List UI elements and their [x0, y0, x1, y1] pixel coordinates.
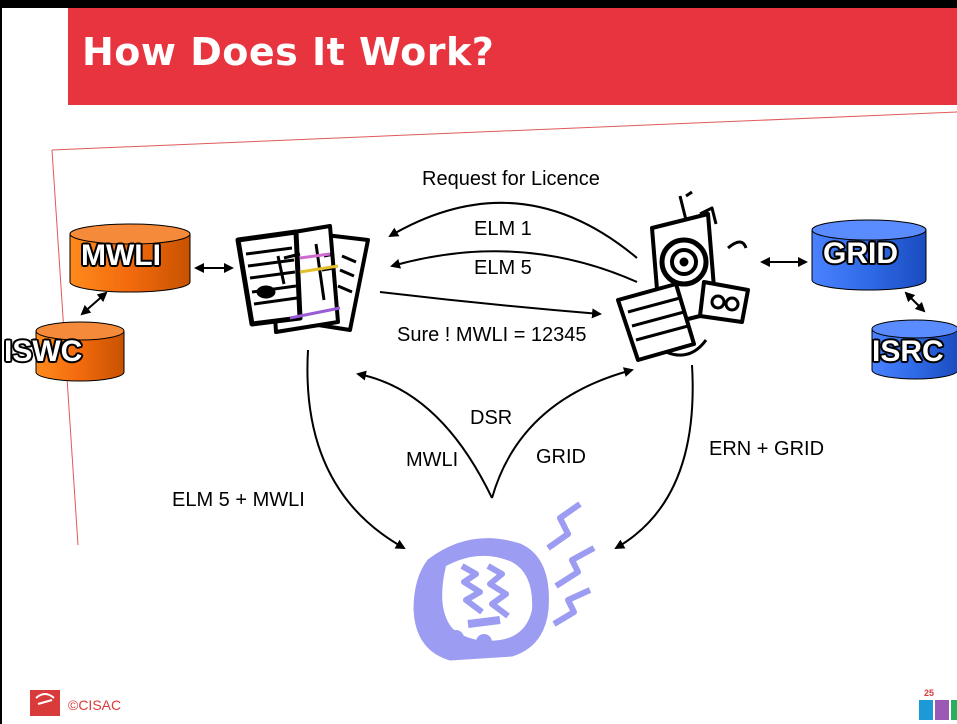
radio-clipart-icon: [413, 501, 596, 661]
mwli-label: MWLI: [81, 239, 161, 272]
request-for-licence-label: Request for Licence: [422, 168, 600, 190]
elm1-arrow: [388, 201, 638, 259]
dsr-label: DSR: [470, 407, 513, 429]
corner-color-blocks: [919, 700, 957, 720]
iswc-database-cylinder: [35, 321, 125, 382]
page-number: 25: [924, 688, 935, 698]
cisac-logo-icon: [30, 690, 60, 716]
elm1-label: ELM 1: [474, 218, 532, 240]
slide-title: How Does It Work?: [82, 30, 495, 74]
sheet-music-clipart-icon: [235, 224, 370, 334]
isrc-label: ISRC: [872, 335, 944, 368]
mwli-iswc-connector: [80, 291, 108, 316]
dsr-grid-arrow: [491, 367, 634, 499]
footer-copyright: ©CISAC: [68, 697, 122, 713]
ern-grid-label: ERN + GRID: [709, 438, 825, 460]
reply-arrow: [379, 291, 602, 319]
slide-left-border: [0, 0, 2, 724]
grid-label: GRID: [823, 237, 898, 270]
elm5-mwli-label: ELM 5 + MWLI: [172, 489, 305, 511]
grid-database-cylinder: [811, 219, 927, 291]
slide-top-border: [0, 0, 957, 8]
elm5-arrow: [390, 250, 638, 283]
elm5-mwli-arrow: [306, 349, 406, 549]
slide-guide-line-top: [51, 111, 957, 151]
reply-label: Sure ! MWLI = 12345: [397, 324, 587, 346]
isrc-database-cylinder: [871, 319, 957, 380]
dsr-mwli-label: MWLI: [406, 449, 459, 471]
elm5-label: ELM 5: [474, 257, 532, 279]
iswc-label: ISWC: [4, 335, 83, 368]
ern-grid-arrow: [614, 364, 694, 549]
title-band: [68, 8, 957, 105]
mwli-database-cylinder: [69, 223, 191, 293]
grid-isrc-connector: [904, 291, 926, 313]
dsr-mwli-arrow: [356, 370, 493, 499]
dsr-grid-label: GRID: [536, 446, 586, 468]
music-speaker-clipart-icon: [616, 190, 750, 362]
